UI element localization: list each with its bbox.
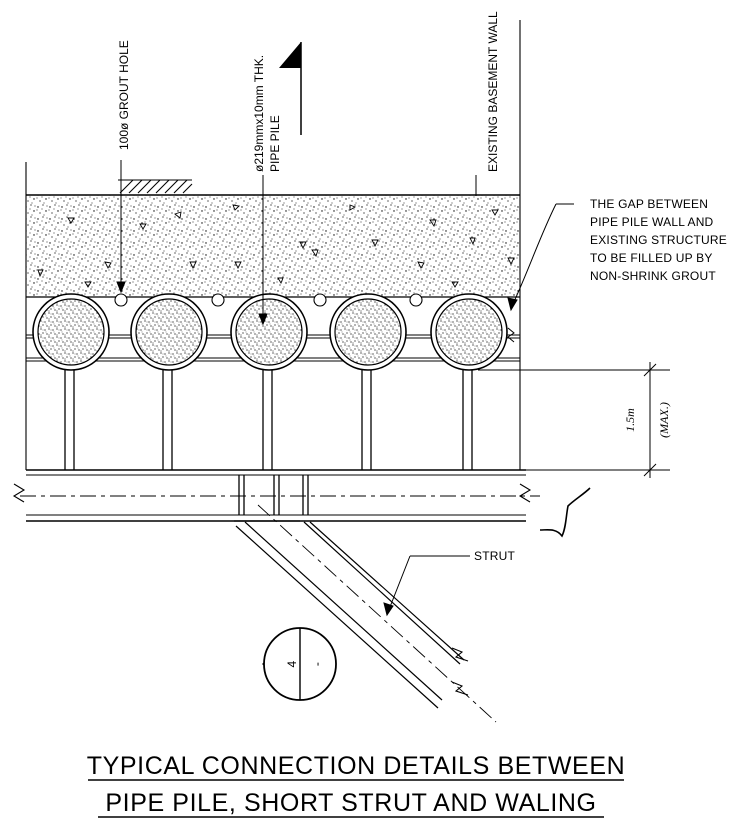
gap-note-line: THE GAP BETWEEN [590,197,708,211]
spacing-dimension [478,362,670,478]
basement-wall-label: EXISTING BASEMENT WALL [486,11,500,172]
gap-note-line: NON-SHRINK GROUT [590,269,716,283]
ground-hatch [118,179,193,194]
short-struts [64,370,473,470]
pipe-pile-label-line1: ø219mmx10mm THK. [252,55,266,172]
section-sheet: - [310,662,324,666]
concrete-slab [26,194,520,298]
pipe-pile-2 [130,293,208,371]
gap-note-line: PIPE PILE WALL AND [590,215,714,229]
gap-note-line: TO BE FILLED UP BY [590,251,713,265]
title-line1: TYPICAL CONNECTION DETAILS BETWEEN [87,752,626,780]
gap-note: THE GAP BETWEEN PIPE PILE WALL AND EXIST… [590,197,727,283]
break-mark [539,487,591,538]
pipe-piles [32,293,508,371]
title-line2: PIPE PILE, SHORT STRUT AND WALING [105,789,596,817]
connection-plates [238,475,309,515]
strut-label: STRUT [474,549,515,563]
grout-hole-label: 100ø GROUT HOLE [117,40,131,150]
dimension-note: (MAX.) [657,402,671,438]
dimension-value: 1.5m [623,408,637,432]
level-flag [279,42,302,135]
pipe-pile-label-line2: PIPE PILE [268,115,282,172]
leader-lines [116,160,574,617]
section-marker: 4 - [262,627,337,701]
pipe-pile-5 [430,293,508,371]
side-walls [25,20,521,470]
gap-note-line: EXISTING STRUCTURE [590,233,727,247]
grout-holes [114,293,423,307]
diagonal-strut [234,504,497,723]
section-number: 4 [285,660,299,667]
pipe-pile-1 [32,293,110,371]
drawing-title: TYPICAL CONNECTION DETAILS BETWEEN PIPE … [87,752,626,818]
waling-beam [12,469,540,522]
pipe-pile-4 [329,293,407,371]
pipe-pile-3 [230,293,308,371]
